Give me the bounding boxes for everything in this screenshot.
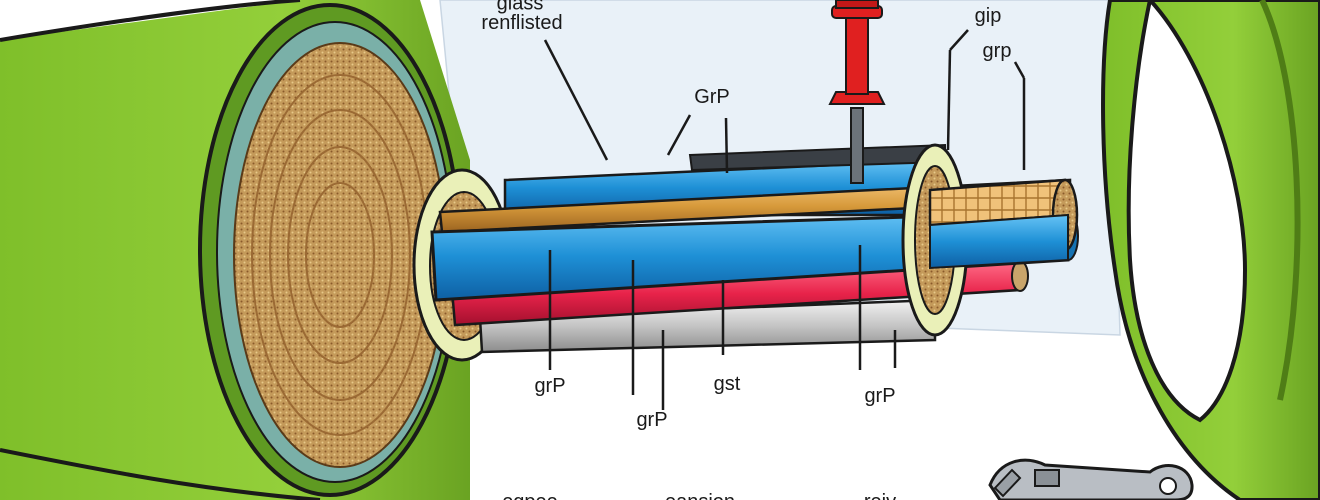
cutoff-label-2: eansion (665, 491, 735, 500)
leader-gip (949, 29, 969, 51)
label-bottom-center: gst (714, 373, 741, 395)
outer-green-pipe-left (0, 0, 470, 500)
label-top-center: GrP (694, 86, 730, 108)
leader-title (543, 39, 609, 161)
label-top-right-1: gip (975, 5, 1002, 27)
label-bottom-right: grP (864, 385, 895, 407)
outer-green-ring-right (1101, 0, 1320, 500)
cutoff-label-1: egpee (502, 491, 558, 500)
labels: glass renflisted GrP gip grp grP grP gst… (481, 0, 1011, 500)
leader-lines (543, 29, 1026, 410)
label-bottom-left: grP (534, 375, 565, 397)
leader-top-center-2 (724, 117, 729, 174)
cutoff-label-3: reiv (864, 491, 896, 500)
woven-core-rod (928, 178, 1079, 270)
probe-icon (828, 0, 886, 184)
title-line-2: renflisted (481, 12, 562, 34)
leader-gip-2 (946, 49, 952, 151)
label-bottom-center-left: grP (636, 409, 667, 431)
title-line-1: glass (497, 0, 544, 14)
leader-grp (1013, 61, 1026, 79)
leader-top-center (666, 114, 692, 156)
wrench-icon (988, 458, 1194, 500)
label-top-right-2: grp (983, 40, 1012, 62)
